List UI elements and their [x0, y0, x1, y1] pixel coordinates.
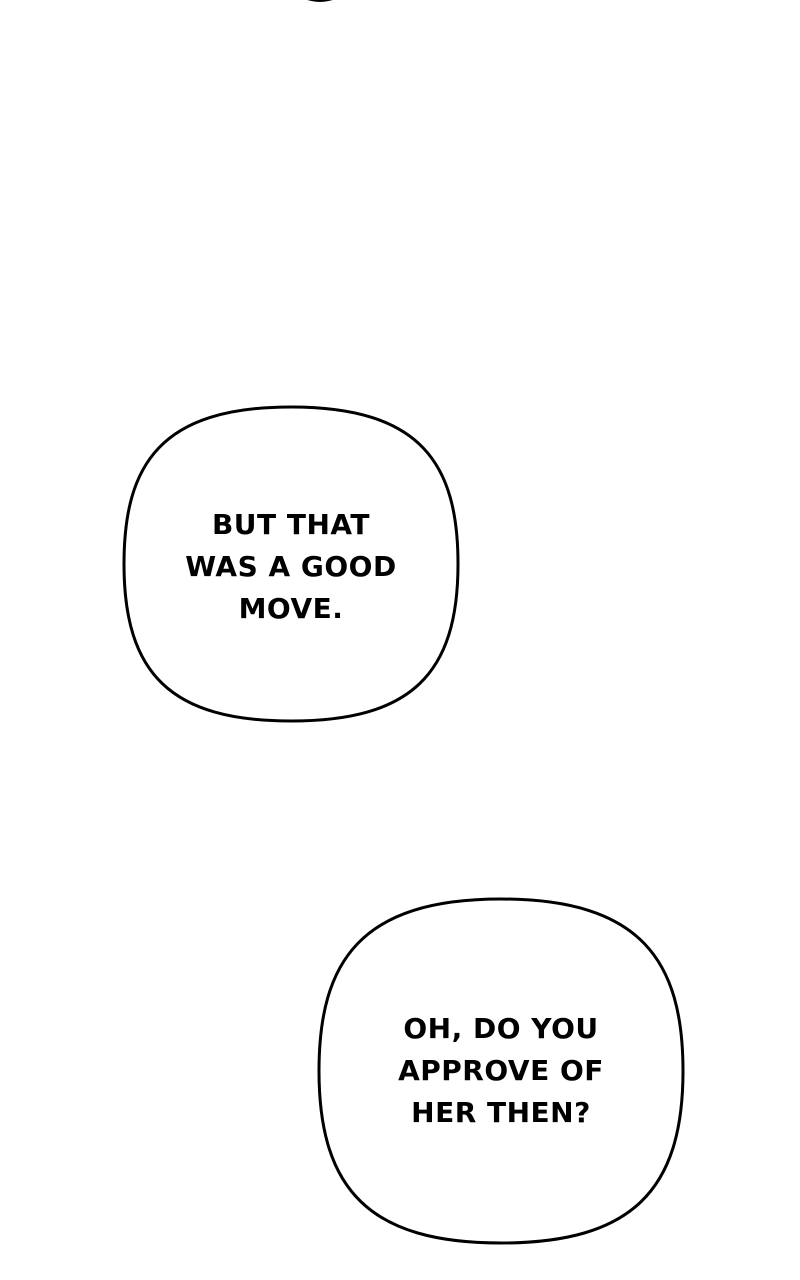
speech-text-2: OH, DO YOU APPROVE OF HER THEN? [316, 1008, 686, 1134]
speech-line: WAS A GOOD [185, 550, 397, 583]
speech-line: APPROVE OF [398, 1054, 604, 1087]
speech-bubble-1: BUT THAT WAS A GOOD MOVE. [121, 404, 461, 724]
speech-line: HER THEN? [411, 1096, 591, 1129]
speech-line: MOVE. [238, 592, 344, 625]
speech-line: BUT THAT [211, 508, 371, 541]
speech-text-1: BUT THAT WAS A GOOD MOVE. [121, 504, 461, 630]
previous-panel-arc [307, 0, 333, 2]
speech-bubble-2: OH, DO YOU APPROVE OF HER THEN? [316, 896, 686, 1246]
speech-line: OH, DO YOU [403, 1012, 599, 1045]
speech-bubble-outline [122, 405, 460, 723]
speech-bubble-outline [317, 897, 685, 1245]
